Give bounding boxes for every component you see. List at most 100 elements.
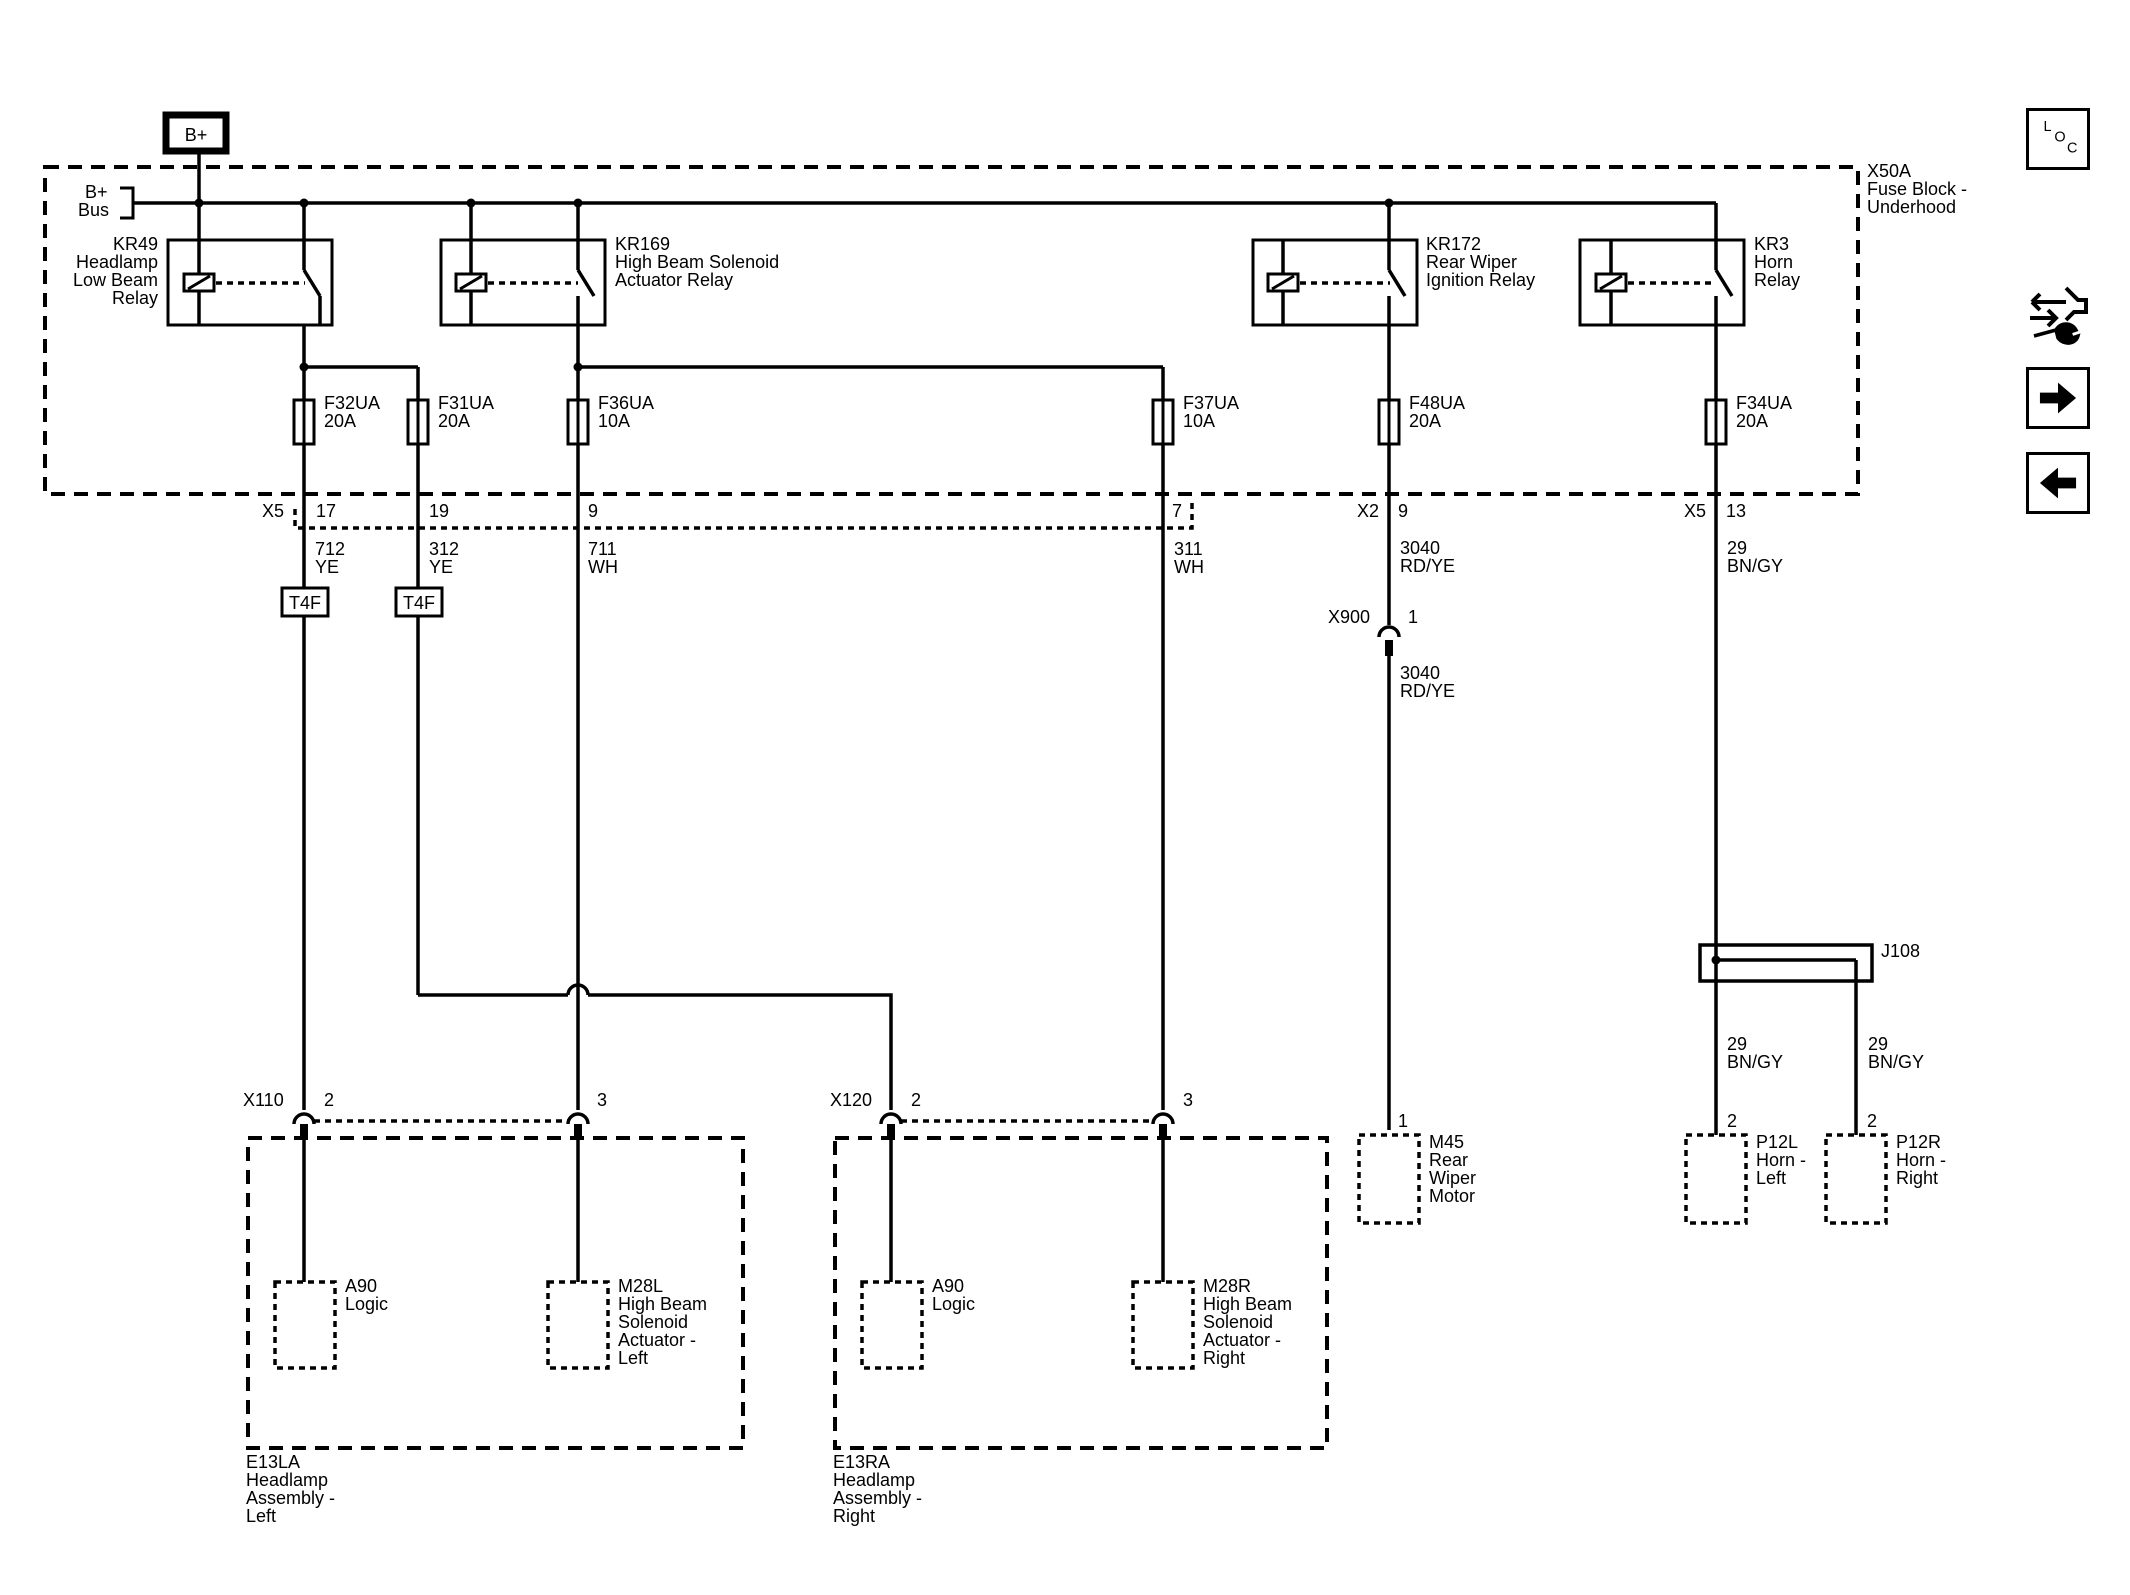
- relay-kr49: KR49 Headlamp Low Beam Relay: [73, 203, 334, 327]
- svg-text:7: 7: [1172, 501, 1182, 521]
- next-arrow-icon: [2039, 382, 2077, 414]
- wire-label-3040-lower: 3040 RD/YE: [1400, 663, 1455, 701]
- svg-text:20A: 20A: [1736, 411, 1768, 431]
- svg-text:BN/GY: BN/GY: [1868, 1052, 1924, 1072]
- svg-text:20A: 20A: [438, 411, 470, 431]
- svg-text:Headlamp: Headlamp: [833, 1470, 915, 1490]
- connector-view-button[interactable]: [2026, 278, 2092, 348]
- x5-right-connector: X5 13: [1684, 501, 1746, 521]
- svg-text:Left: Left: [618, 1348, 648, 1368]
- svg-text:Wiper: Wiper: [1429, 1168, 1476, 1188]
- svg-text:Left: Left: [1756, 1168, 1786, 1188]
- wire-label-3040-upper: 3040 RD/YE: [1400, 538, 1455, 576]
- b-plus-source: B+: [162, 111, 230, 203]
- svg-text:Logic: Logic: [932, 1294, 975, 1314]
- svg-text:Headlamp: Headlamp: [246, 1470, 328, 1490]
- headlamp-assembly-left: E13LA Headlamp Assembly - Left: [246, 1136, 745, 1526]
- svg-text:19: 19: [429, 501, 449, 521]
- svg-text:Actuator -: Actuator -: [618, 1330, 696, 1350]
- svg-text:KR49: KR49: [113, 234, 158, 254]
- svg-text:KR169: KR169: [615, 234, 670, 254]
- svg-text:P12R: P12R: [1896, 1132, 1941, 1152]
- svg-text:Horn -: Horn -: [1896, 1150, 1946, 1170]
- svg-text:B+: B+: [85, 182, 108, 202]
- a90-logic-right: A90 Logic: [860, 1276, 975, 1370]
- svg-text:Solenoid: Solenoid: [618, 1312, 688, 1332]
- j108-splice: J108: [1698, 941, 1920, 983]
- wire-label-29-left: 29 BN/GY: [1727, 1034, 1783, 1072]
- fuse-f36ua: F36UA 10A: [566, 393, 654, 446]
- svg-text:O: O: [2054, 130, 2065, 146]
- svg-text:Relay: Relay: [112, 288, 158, 308]
- svg-text:29: 29: [1727, 538, 1747, 558]
- svg-text:Relay: Relay: [1754, 270, 1800, 290]
- svg-text:Motor: Motor: [1429, 1186, 1475, 1206]
- relay-kr169: KR169 High Beam Solenoid Actuator Relay: [439, 203, 779, 327]
- svg-text:29: 29: [1727, 1034, 1747, 1054]
- svg-text:20A: 20A: [1409, 411, 1441, 431]
- svg-text:9: 9: [588, 501, 598, 521]
- svg-text:F48UA: F48UA: [1409, 393, 1465, 413]
- svg-text:10A: 10A: [1183, 411, 1215, 431]
- fuse-f31ua: F31UA 20A: [406, 393, 494, 446]
- svg-text:WH: WH: [588, 557, 618, 577]
- svg-text:BN/GY: BN/GY: [1727, 1052, 1783, 1072]
- svg-text:A90: A90: [932, 1276, 964, 1296]
- t4f-tag-712: T4F: [280, 586, 330, 618]
- wire-label-712: 712 YE: [315, 539, 345, 577]
- next-page-button[interactable]: [2026, 367, 2090, 429]
- b-plus-bus: B+ Bus: [78, 182, 1716, 220]
- svg-text:High Beam Solenoid: High Beam Solenoid: [615, 252, 779, 272]
- svg-text:F31UA: F31UA: [438, 393, 494, 413]
- wire-label-29-upper: 29 BN/GY: [1727, 538, 1783, 576]
- svg-text:X2: X2: [1357, 501, 1379, 521]
- svg-text:Assembly -: Assembly -: [246, 1488, 335, 1508]
- wire-label-29-right: 29 BN/GY: [1868, 1034, 1924, 1072]
- svg-text:Right: Right: [1203, 1348, 1245, 1368]
- m28r-actuator: M28R High Beam Solenoid Actuator - Right: [1131, 1276, 1292, 1370]
- svg-text:E13RA: E13RA: [833, 1452, 890, 1472]
- svg-text:YE: YE: [429, 557, 453, 577]
- svg-text:KR172: KR172: [1426, 234, 1481, 254]
- previous-page-button[interactable]: [2026, 452, 2090, 514]
- x110-connector: X110 2 3: [243, 1090, 607, 1138]
- svg-text:Ignition Relay: Ignition Relay: [1426, 270, 1535, 290]
- svg-text:J108: J108: [1881, 941, 1920, 961]
- svg-text:Actuator -: Actuator -: [1203, 1330, 1281, 1350]
- circuit-wires: [302, 444, 1858, 1135]
- svg-text:Rear: Rear: [1429, 1150, 1468, 1170]
- connector-wrench-icon: [2030, 286, 2088, 345]
- svg-text:3: 3: [1183, 1090, 1193, 1110]
- svg-text:13: 13: [1726, 501, 1746, 521]
- svg-text:T4F: T4F: [403, 593, 435, 613]
- svg-text:2: 2: [324, 1090, 334, 1110]
- svg-text:E13LA: E13LA: [246, 1452, 300, 1472]
- svg-text:C: C: [2067, 141, 2077, 157]
- x5-left-connector: X5 17 19 9 7: [262, 501, 1182, 521]
- svg-text:3040: 3040: [1400, 663, 1440, 683]
- svg-text:RD/YE: RD/YE: [1400, 681, 1455, 701]
- svg-text:3: 3: [597, 1090, 607, 1110]
- location-button[interactable]: L O C: [2026, 108, 2090, 170]
- svg-text:3040: 3040: [1400, 538, 1440, 558]
- svg-text:711: 711: [588, 539, 617, 559]
- fuse-f32ua: F32UA 20A: [292, 393, 380, 446]
- wire-label-312: 312 YE: [429, 539, 459, 577]
- svg-text:F37UA: F37UA: [1183, 393, 1239, 413]
- svg-text:1: 1: [1408, 607, 1418, 627]
- svg-text:Actuator Relay: Actuator Relay: [615, 270, 733, 290]
- x120-connector: X120 2 3: [830, 1090, 1193, 1138]
- svg-text:X5: X5: [1684, 501, 1706, 521]
- svg-text:Fuse Block -: Fuse Block -: [1867, 179, 1967, 199]
- svg-text:WH: WH: [1174, 557, 1204, 577]
- svg-text:KR3: KR3: [1754, 234, 1789, 254]
- svg-text:Underhood: Underhood: [1867, 197, 1956, 217]
- fuse-block-label: X50A Fuse Block - Underhood: [1867, 161, 1967, 217]
- svg-text:2: 2: [1867, 1111, 1877, 1131]
- svg-text:YE: YE: [315, 557, 339, 577]
- svg-text:Assembly -: Assembly -: [833, 1488, 922, 1508]
- p12r-horn-right: 2 P12R Horn - Right: [1824, 1111, 1946, 1225]
- wire-label-311: 311 WH: [1174, 539, 1204, 577]
- t4f-tag-312: T4F: [394, 586, 444, 618]
